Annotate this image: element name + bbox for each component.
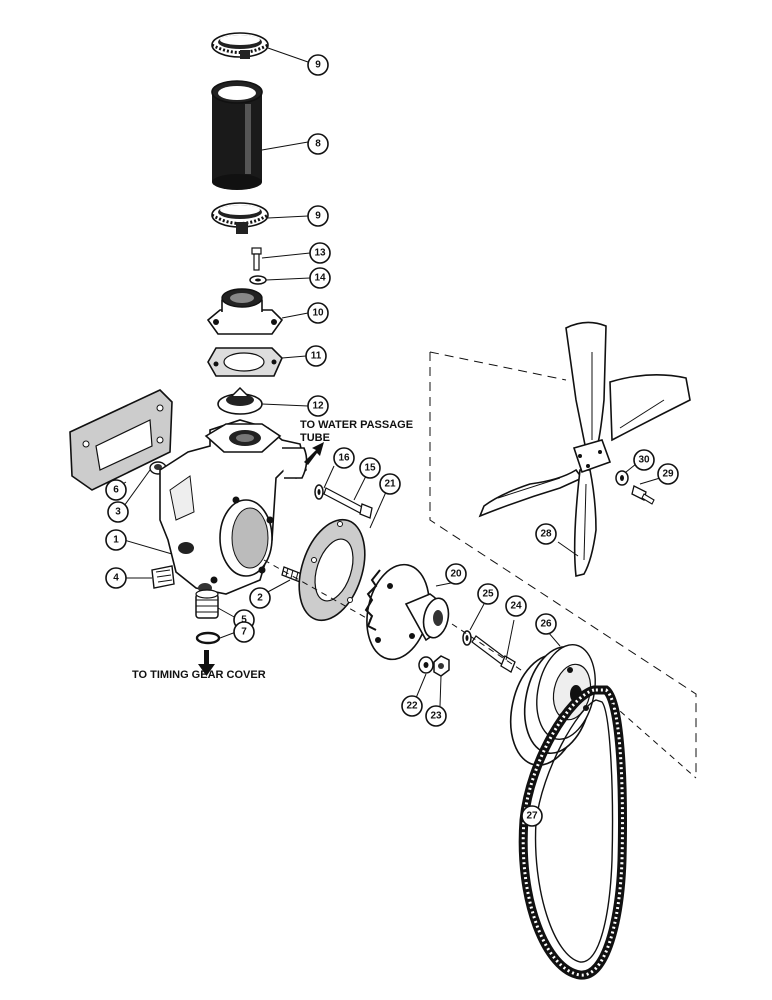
washer-22 — [418, 656, 434, 674]
outlet-gasket — [207, 347, 283, 377]
fan-blades — [478, 321, 691, 577]
svg-text:7: 7 — [241, 627, 247, 638]
callout-27: 27 — [521, 805, 543, 827]
svg-text:30: 30 — [638, 455, 650, 466]
callout-9-top: 9 — [307, 54, 329, 76]
callout-20: 20 — [445, 563, 467, 585]
thermostat — [217, 386, 263, 415]
svg-text:16: 16 — [338, 453, 350, 464]
callout-3: 3 — [107, 501, 129, 523]
svg-text:27: 27 — [526, 811, 538, 822]
svg-text:11: 11 — [311, 351, 322, 362]
svg-text:8: 8 — [315, 139, 321, 150]
svg-text:15: 15 — [364, 463, 376, 474]
o-ring — [195, 631, 221, 645]
outlet-bolt — [251, 247, 262, 271]
water-passage-label-line2: TUBE — [300, 432, 330, 444]
callout-14: 14 — [309, 267, 331, 289]
pipe-plug-side — [151, 565, 175, 589]
svg-text:29: 29 — [662, 469, 674, 480]
pump-body-gasket — [298, 518, 366, 622]
svg-text:3: 3 — [115, 507, 121, 518]
callout-2: 2 — [249, 587, 271, 609]
callout-10: 10 — [307, 302, 329, 324]
svg-text:24: 24 — [510, 601, 522, 612]
svg-text:20: 20 — [450, 569, 462, 580]
pump-shaft-hub — [364, 563, 450, 661]
timing-gear-arrow — [198, 650, 215, 676]
radiator-hose — [211, 80, 263, 190]
callout-22: 22 — [401, 695, 423, 717]
svg-text:28: 28 — [540, 529, 552, 540]
svg-text:25: 25 — [482, 589, 494, 600]
hose-clamp-top — [211, 32, 269, 59]
water-passage-arrow — [304, 442, 324, 465]
svg-text:22: 22 — [406, 701, 418, 712]
svg-text:10: 10 — [312, 308, 324, 319]
water-pump-housing — [159, 419, 308, 595]
fan-pulley — [509, 643, 596, 767]
callout-6: 6 — [105, 479, 127, 501]
callout-16: 16 — [333, 447, 355, 469]
callout-26: 26 — [535, 613, 557, 635]
svg-text:23: 23 — [430, 711, 442, 722]
svg-text:5: 5 — [241, 615, 247, 626]
callout-12: 12 — [307, 395, 329, 417]
washer-16 — [314, 484, 324, 500]
svg-text:4: 4 — [113, 573, 119, 584]
timing-gear-label: TO TIMING GEAR COVER — [132, 669, 266, 681]
bolt-29 — [631, 485, 655, 505]
bypass-connector — [195, 589, 219, 619]
svg-text:14: 14 — [314, 273, 326, 284]
callout-29: 29 — [657, 463, 679, 485]
nut-23 — [433, 655, 450, 677]
svg-text:6: 6 — [113, 485, 119, 496]
svg-text:9: 9 — [315, 211, 321, 222]
assembly-dashed-outline — [263, 351, 697, 779]
water-passage-label-line1: TO WATER PASSAGE — [300, 419, 413, 431]
svg-text:1: 1 — [113, 535, 119, 546]
callout-7: 7 — [233, 621, 255, 643]
callout-25: 25 — [477, 583, 499, 605]
callout-15: 15 — [359, 457, 381, 479]
svg-text:21: 21 — [384, 479, 396, 490]
fan-belt — [518, 685, 627, 980]
callout-13: 13 — [309, 242, 331, 264]
svg-text:13: 13 — [314, 248, 326, 259]
callout-24: 24 — [505, 595, 527, 617]
callout-4: 4 — [105, 567, 127, 589]
hose-clamp-lower — [211, 202, 269, 234]
callout-28: 28 — [535, 523, 557, 545]
pump-mounting-gasket — [69, 389, 173, 491]
svg-text:2: 2 — [257, 593, 263, 604]
callout-23: 23 — [425, 705, 447, 727]
callout-21: 21 — [379, 473, 401, 495]
bolt-24 — [471, 635, 516, 673]
callout-11: 11 — [305, 345, 327, 367]
outlet-lock-washer — [249, 275, 267, 285]
svg-text:26: 26 — [540, 619, 552, 630]
svg-text:9: 9 — [315, 60, 321, 71]
water-outlet-elbow — [206, 288, 284, 335]
washer-25 — [462, 630, 472, 646]
callout-30: 30 — [633, 449, 655, 471]
callout-9-lower: 9 — [307, 205, 329, 227]
svg-text:12: 12 — [312, 401, 324, 412]
callout-8: 8 — [307, 133, 329, 155]
washer-30 — [615, 470, 629, 486]
bolt-15 — [323, 487, 373, 519]
callout-1: 1 — [105, 529, 127, 551]
